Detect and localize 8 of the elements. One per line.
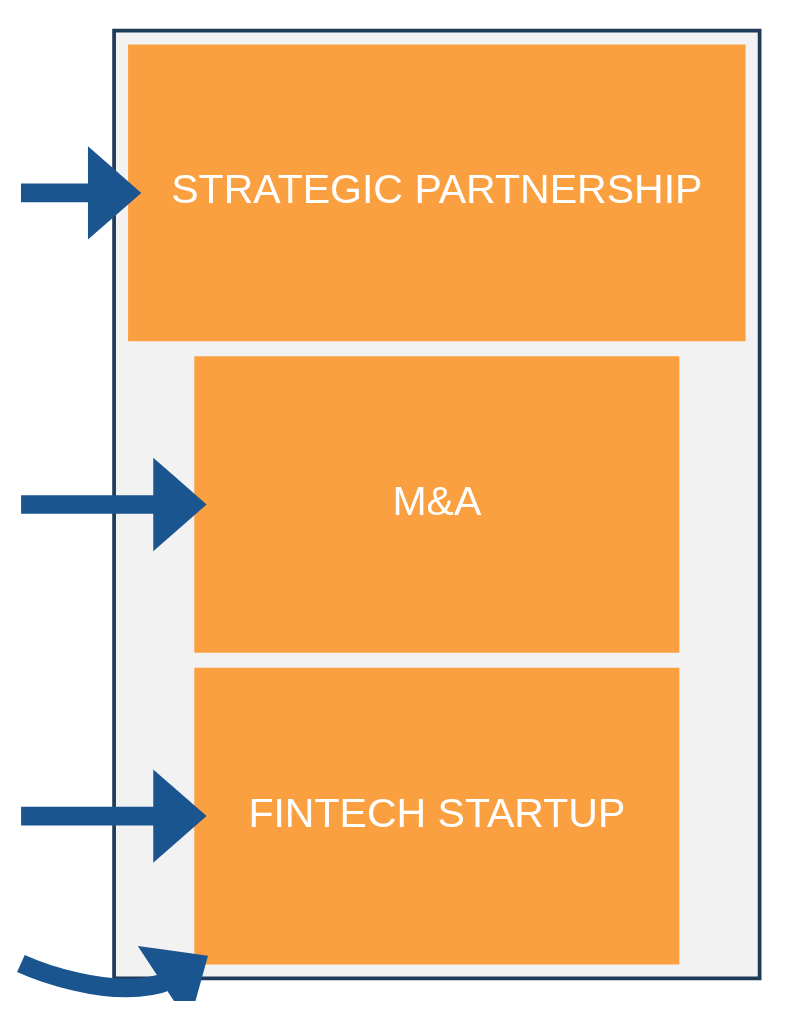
cluster (111, 28, 761, 981)
node-box: FINTECH STARTUP (193, 667, 679, 965)
node-box: STRATEGIC PARTNERSHIP (127, 44, 746, 342)
node-box: M&A (193, 356, 679, 653)
arrow (20, 769, 207, 863)
arrow (20, 457, 207, 552)
arrow (16, 945, 208, 1001)
arrow (20, 146, 141, 240)
